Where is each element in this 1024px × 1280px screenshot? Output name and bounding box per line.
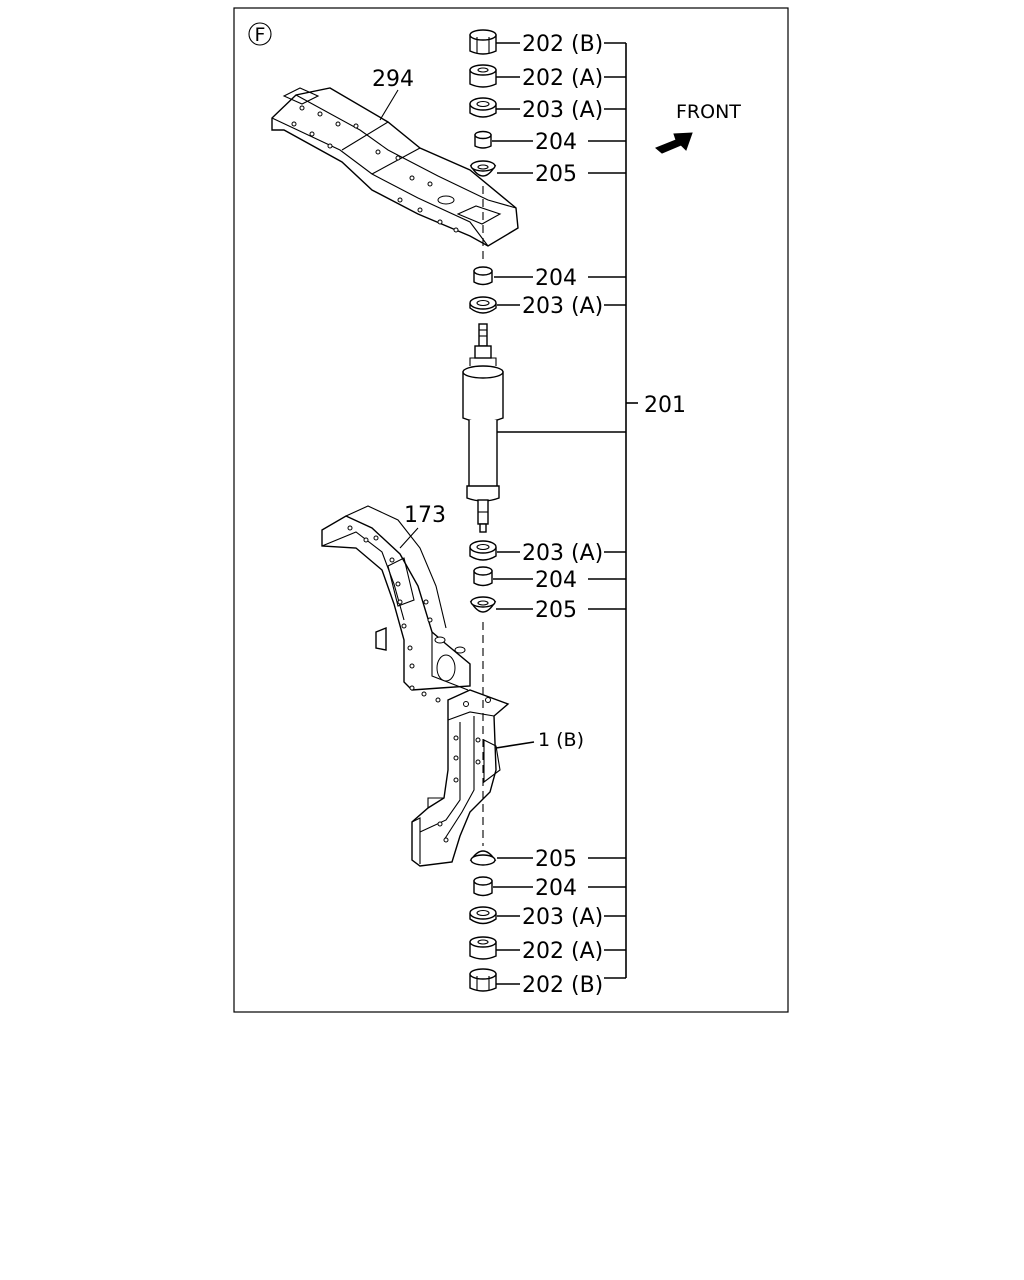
top-hardware-stack	[469, 29, 497, 177]
callout-label: 202 (A)	[522, 939, 603, 964]
callout-group-lower-mid: 203 (A) 204 205	[493, 541, 626, 623]
washer-icon	[469, 850, 497, 866]
shock-absorber-icon	[462, 323, 504, 533]
frame-member-1b	[411, 689, 510, 867]
frame-crossmember-294	[271, 87, 519, 247]
section-mark: F	[248, 22, 272, 46]
washer-icon	[469, 906, 497, 925]
washer-icon	[469, 540, 497, 561]
callout-label: 203 (A)	[522, 905, 603, 930]
callout-label: 205	[535, 847, 577, 872]
washer-icon	[469, 596, 497, 613]
lower-mid-hardware	[469, 540, 497, 613]
front-label: FRONT	[676, 101, 741, 123]
bushing-icon	[473, 876, 493, 897]
callout-group-top: 202 (B) 202 (A) 203 (A) 204 205	[492, 32, 626, 187]
label-173: 173	[404, 503, 446, 528]
callout-label: 202 (A)	[522, 66, 603, 91]
bracket-173	[321, 505, 471, 703]
nut-icon	[469, 64, 497, 88]
bushing-icon	[474, 130, 492, 149]
callout-label: 203 (A)	[522, 294, 603, 319]
callout-label: 204	[535, 876, 577, 901]
washer-icon	[469, 160, 497, 177]
callout-label: 203 (A)	[522, 98, 603, 123]
washer-icon	[469, 97, 497, 118]
label-294: 294	[372, 67, 414, 92]
callout-label: 202 (B)	[522, 973, 603, 998]
callout-label: 205	[535, 598, 577, 623]
bushing-icon	[473, 566, 493, 587]
nut-icon	[469, 29, 497, 55]
callout-label: 204	[535, 266, 577, 291]
bottom-hardware-stack	[469, 850, 497, 992]
front-arrow-icon	[655, 132, 693, 154]
callout-label: 205	[535, 162, 577, 187]
section-mark-letter: F	[255, 24, 266, 46]
washer-icon	[469, 296, 497, 314]
callout-label: 202 (B)	[522, 32, 603, 57]
nut-icon	[469, 936, 497, 960]
label-201: 201	[644, 393, 686, 418]
leader-1b	[495, 741, 535, 749]
nut-icon	[469, 968, 497, 992]
callout-group-bottom: 205 204 203 (A) 202 (A) 202 (B)	[493, 847, 626, 998]
callout-group-upper-mid: 204 203 (A)	[494, 266, 626, 319]
callout-label: 203 (A)	[522, 541, 603, 566]
callout-label: 204	[535, 568, 577, 593]
bushing-icon	[473, 266, 493, 286]
upper-mid-hardware	[469, 266, 497, 314]
diagram-frame	[233, 7, 789, 1013]
label-1b: 1 (B)	[538, 729, 584, 751]
callout-label: 204	[535, 130, 577, 155]
